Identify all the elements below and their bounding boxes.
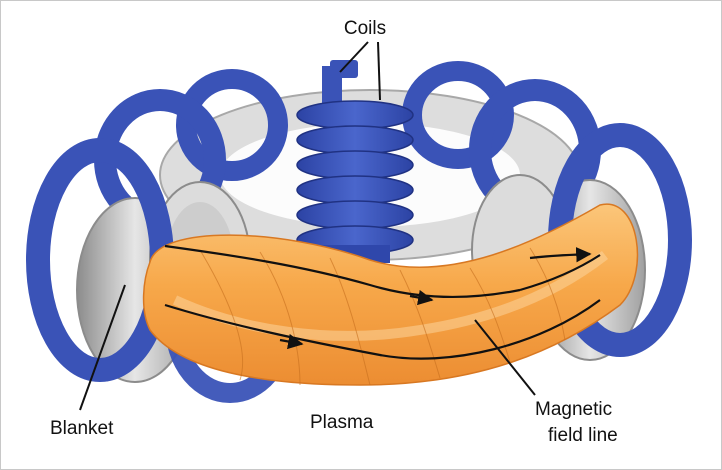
plasma-torus xyxy=(142,203,639,386)
central-solenoid xyxy=(296,60,414,263)
field-arrow-1 xyxy=(409,289,434,306)
field-line-upper xyxy=(164,244,521,299)
plasma-label: Plasma xyxy=(310,412,374,433)
field-line-leader xyxy=(474,319,536,396)
field-arrow-3 xyxy=(529,247,592,263)
coils-label: Coils xyxy=(344,18,386,39)
field-line-lower xyxy=(164,299,601,360)
blanket-leader xyxy=(79,284,126,411)
magnetic-label: Magnetic xyxy=(535,399,612,420)
coils-leader-1 xyxy=(339,41,369,73)
coils-leader-2 xyxy=(377,41,381,101)
field-lines xyxy=(164,244,601,360)
field-line-label: field line xyxy=(548,425,618,446)
field-arrow-2 xyxy=(279,333,304,350)
leader-lines xyxy=(79,41,536,411)
field-line-upper-tail xyxy=(519,254,601,292)
blanket-label: Blanket xyxy=(50,418,114,439)
